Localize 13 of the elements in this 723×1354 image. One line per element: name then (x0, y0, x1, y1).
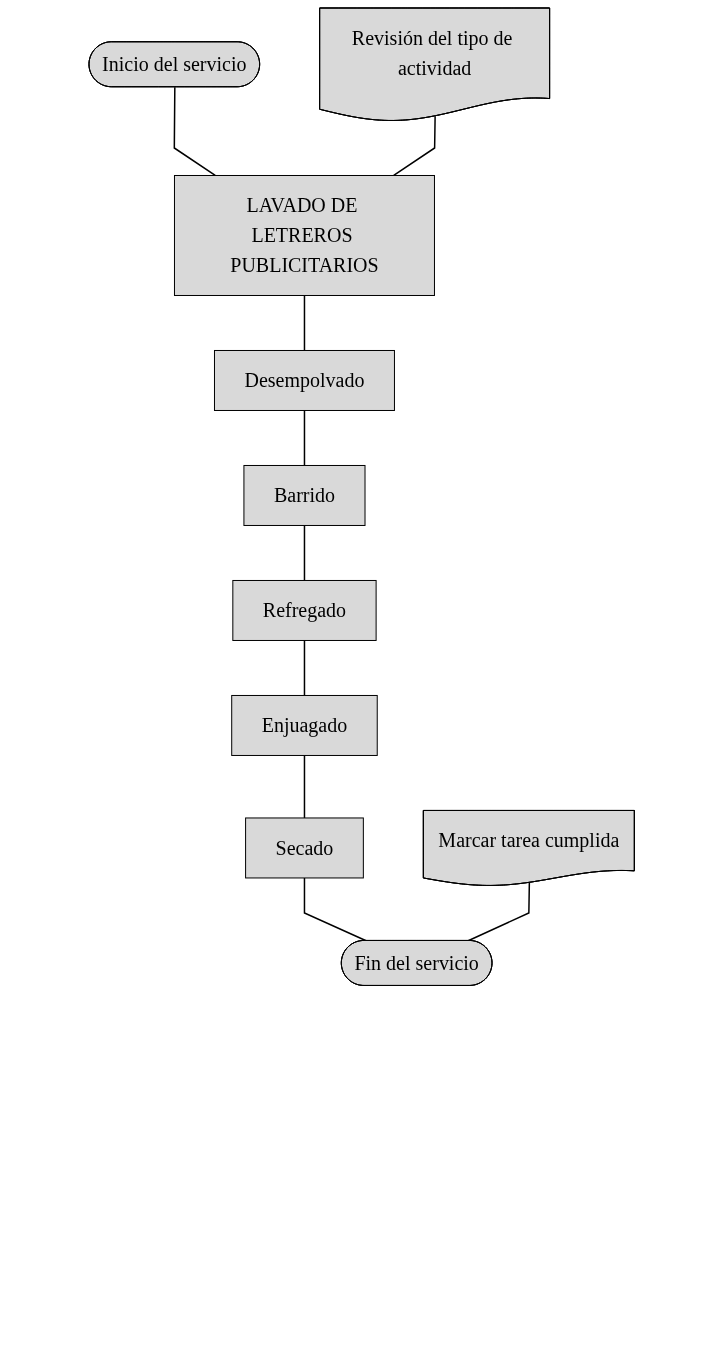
node-box: Barrido (243, 465, 366, 526)
node-box: Desempolvado (213, 350, 395, 411)
connector (303, 754, 306, 819)
node-box: Refregado (232, 579, 377, 641)
connector (173, 86, 216, 177)
connector (303, 409, 306, 467)
connector (303, 639, 306, 697)
node-box: Enjuagado (231, 694, 378, 756)
connector (303, 294, 306, 352)
node-box: LAVADO DE LETREROS PUBLICITARIOS (173, 175, 435, 296)
node-box: Secado (244, 817, 364, 879)
connector (392, 115, 436, 177)
connector (303, 524, 306, 582)
